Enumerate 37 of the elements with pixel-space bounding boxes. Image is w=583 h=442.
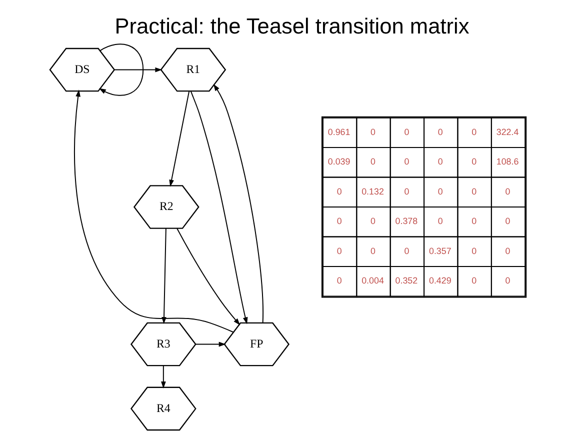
label: 108.6: [496, 156, 518, 167]
label: 0: [437, 156, 442, 167]
label: 0: [471, 186, 476, 196]
label: 0: [404, 126, 409, 137]
label: 0: [504, 276, 510, 286]
label: 0: [370, 216, 375, 226]
diagram-title: Practical: the Teasel transition matrix: [114, 13, 469, 38]
label: 0: [437, 216, 442, 226]
label: 0: [504, 246, 510, 256]
label: 0: [471, 246, 476, 256]
label: 0: [336, 246, 342, 256]
label: 0.378: [394, 216, 418, 226]
label: 0: [471, 216, 476, 226]
label: 0.429: [428, 276, 451, 286]
label: 0: [370, 126, 375, 137]
label: 322.4: [496, 126, 518, 137]
label: 0: [504, 216, 510, 226]
label: 0.357: [428, 246, 451, 256]
label: 0: [404, 246, 409, 256]
label: 0.004: [361, 276, 384, 286]
label: 0.132: [361, 186, 384, 196]
label: 0.961: [327, 126, 350, 137]
label: 0: [370, 156, 375, 167]
label: 0: [437, 186, 442, 196]
label: 0: [471, 276, 476, 286]
label: 0: [404, 186, 409, 196]
label: 0: [471, 126, 476, 137]
label: 0: [471, 156, 476, 167]
label: 0: [336, 186, 342, 196]
label: 0: [504, 186, 510, 196]
label: 0.039: [327, 156, 350, 167]
label: 0: [336, 276, 342, 286]
label: 0: [370, 246, 375, 256]
label: 0: [437, 126, 442, 137]
label: 0: [404, 156, 409, 167]
label: 0.352: [394, 276, 418, 286]
label: 0: [336, 216, 342, 226]
